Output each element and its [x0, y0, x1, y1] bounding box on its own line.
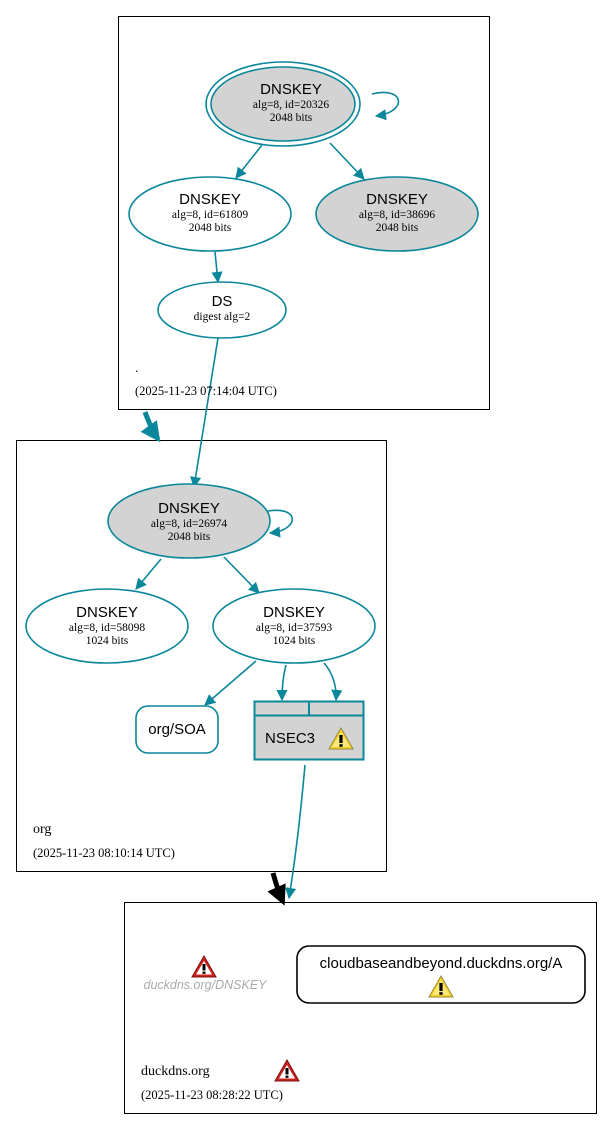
node-org-ksk[interactable]: DNSKEY alg=8, id=26974 2048 bits — [107, 483, 271, 559]
zone-duckdns-name: duckdns.org — [141, 1064, 210, 1079]
zone-duckdns-timestamp: (2025-11-23 08:28:22 UTC) — [141, 1088, 283, 1102]
zone-root-name: . — [135, 360, 138, 375]
zone-duckdns-error-icon — [274, 1059, 300, 1082]
node-root-zsk2-title: DNSKEY — [366, 191, 428, 208]
node-org-zsk2-title: DNSKEY — [263, 604, 325, 621]
zone-org-name: org — [33, 822, 51, 837]
zone-root-timestamp: (2025-11-23 07:14:04 UTC) — [135, 384, 277, 398]
node-org-soa-title: org/SOA — [148, 721, 206, 738]
node-org-zsk2[interactable]: DNSKEY alg=8, id=37593 1024 bits — [212, 588, 376, 664]
node-root-ds-title: DS — [212, 293, 233, 310]
duckdns-dnskey-error-icon — [191, 955, 217, 978]
zone-root-box — [118, 16, 490, 410]
edge-root-zsk1-ds — [211, 251, 223, 284]
node-org-nsec3-title: NSEC3 — [265, 730, 315, 747]
node-org-zsk1[interactable]: DNSKEY alg=8, id=58098 1024 bits — [25, 588, 189, 664]
edge-root-ksk-zsk1 — [235, 144, 263, 179]
edge-org-zsk2-nsec3-a — [276, 664, 288, 702]
node-root-zsk2[interactable]: DNSKEY alg=8, id=38696 2048 bits — [315, 176, 479, 252]
edge-ds-org-ksk — [190, 337, 219, 489]
edge-root-ksk-zsk2 — [329, 142, 365, 180]
node-root-ksk[interactable]: DNSKEY alg=8, id=20326 2048 bits — [205, 61, 361, 147]
node-duckdns-dnskey-title: duckdns.org/DNSKEY — [144, 978, 269, 992]
edge-org-ksk-zsk1 — [135, 558, 162, 590]
node-root-zsk1-line2: 2048 bits — [189, 222, 232, 234]
edge-org-zsk2-soa — [204, 660, 257, 706]
edge-org-ksk-self — [267, 509, 294, 538]
node-root-ksk-line1: alg=8, id=20326 — [253, 99, 329, 111]
node-root-zsk2-line1: alg=8, id=38696 — [359, 209, 435, 221]
zone-duckdns-box — [124, 902, 597, 1114]
node-org-zsk1-line1: alg=8, id=58098 — [69, 622, 145, 634]
node-org-soa[interactable]: org/SOA — [135, 705, 219, 754]
node-duckdns-a-title: cloudbaseandbeyond.duckdns.org/A — [320, 955, 563, 972]
node-org-zsk1-title: DNSKEY — [76, 604, 138, 621]
node-org-ksk-title: DNSKEY — [158, 500, 220, 517]
node-duckdns-dnskey[interactable]: duckdns.org/DNSKEY — [144, 955, 269, 992]
node-org-nsec3[interactable]: NSEC3 — [253, 700, 365, 761]
node-root-zsk1[interactable]: DNSKEY alg=8, id=61809 2048 bits — [128, 176, 292, 252]
edge-delegation-root-org — [140, 411, 161, 443]
edge-org-ksk-zsk2 — [223, 556, 260, 594]
node-root-zsk2-line2: 2048 bits — [376, 222, 419, 234]
node-org-ksk-line2: 2048 bits — [168, 531, 211, 543]
edge-nsec3-duckdns — [285, 764, 306, 900]
node-org-zsk2-line2: 1024 bits — [273, 635, 316, 647]
zone-org-timestamp: (2025-11-23 08:10:14 UTC) — [33, 846, 175, 860]
edge-root-ksk-self — [371, 91, 400, 121]
node-root-zsk1-line1: alg=8, id=61809 — [172, 209, 248, 221]
node-root-zsk1-title: DNSKEY — [179, 191, 241, 208]
node-org-zsk2-line1: alg=8, id=37593 — [256, 622, 332, 634]
node-org-zsk1-line2: 1024 bits — [86, 635, 129, 647]
node-root-ksk-line2: 2048 bits — [270, 112, 313, 124]
node-root-ksk-title: DNSKEY — [260, 81, 322, 98]
node-root-ds[interactable]: DS digest alg=2 — [157, 281, 287, 339]
edge-org-zsk2-nsec3-b — [323, 662, 343, 702]
edge-delegation-org-duckdns — [267, 872, 286, 906]
node-duckdns-a[interactable]: cloudbaseandbeyond.duckdns.org/A — [296, 945, 586, 1004]
node-org-ksk-line1: alg=8, id=26974 — [151, 518, 227, 530]
node-root-ds-line1: digest alg=2 — [194, 311, 251, 323]
